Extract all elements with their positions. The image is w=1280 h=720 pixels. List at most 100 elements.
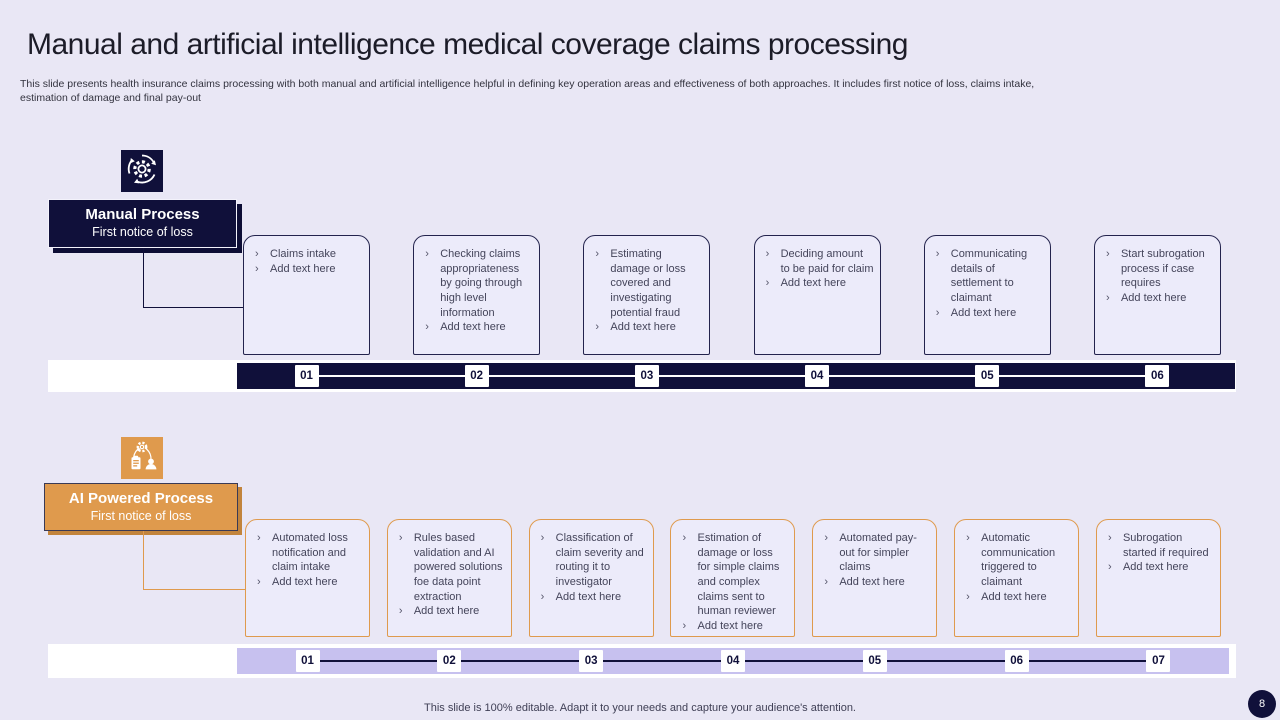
step-text: Add text here — [440, 321, 506, 334]
manual-timeline-bar: 01 02 03 04 05 06 — [237, 363, 1235, 389]
manual-step-box: › Claims intake › Add text here — [243, 235, 370, 355]
step-bullet: › Communicating details of settlement to… — [933, 247, 1044, 306]
step-text: Communicating details of settlement to c… — [950, 248, 1028, 304]
timeline-step-number: 05 — [975, 365, 1000, 387]
step-bullet: › Add text here — [933, 306, 1044, 321]
step-bullet-list: › Automated loss notification and claim … — [254, 531, 363, 590]
timeline-step-number: 04 — [720, 650, 745, 672]
step-text: Add text here — [555, 590, 622, 603]
bullet-marker: › — [540, 590, 545, 603]
timeline-step-number: 06 — [1145, 365, 1170, 387]
manual-step-box: › Deciding amount to be paid for claim ›… — [753, 235, 881, 355]
process-gear-icon — [121, 148, 163, 195]
step-bullet: › Add text here — [1103, 291, 1214, 306]
step-bullet: › Add text here — [963, 590, 1072, 605]
step-text: Checking claims appropriateness by going… — [440, 248, 523, 319]
manual-process-title: Manual Process — [85, 206, 200, 223]
step-text: Subrogation started if required — [1122, 532, 1209, 559]
timeline-chip-cell: 06 — [1094, 365, 1221, 387]
bullet-marker: › — [1105, 291, 1110, 304]
step-bullet-list: › Estimating damage or loss covered and … — [592, 247, 703, 335]
timeline-step-number: 04 — [805, 365, 830, 387]
step-bullet: › Add text here — [252, 262, 363, 277]
step-bullet: › Automated pay-out for simpler claims — [821, 531, 930, 575]
step-text: Claims intake — [270, 248, 337, 260]
step-bullet-list: › Communicating details of settlement to… — [933, 247, 1044, 320]
ai-process-title: AI Powered Process — [68, 490, 214, 507]
step-bullet: › Estimating damage or loss covered and … — [592, 247, 703, 320]
page-title: Manual and artificial intelligence medic… — [27, 28, 908, 61]
step-text: Add text here — [413, 605, 480, 618]
timeline-chip-cell: 02 — [413, 365, 540, 387]
bullet-marker: › — [682, 532, 687, 544]
step-text: Automated loss notification and claim in… — [272, 532, 348, 574]
bullet-marker: › — [935, 248, 940, 260]
timeline-chip-cell: 07 — [1096, 650, 1221, 672]
bullet-marker: › — [824, 532, 828, 544]
timeline-chip-cell: 01 — [243, 365, 370, 387]
step-bullet: › Automatic communication triggered to c… — [963, 531, 1072, 590]
ai-step-box: › Automated loss notification and claim … — [245, 519, 370, 637]
timeline-step-number: 02 — [464, 365, 489, 387]
timeline-chip-cell: 03 — [529, 650, 654, 672]
ai-step-box: › Subrogation started if required › Add … — [1095, 519, 1221, 637]
step-text: Add text here — [272, 575, 338, 588]
ai-step-box: › Automated pay-out for simpler claims ›… — [812, 519, 938, 637]
bullet-marker: › — [824, 575, 828, 588]
bullet-marker: › — [595, 248, 600, 260]
manual-step-box: › Communicating details of settlement to… — [923, 235, 1051, 355]
step-bullet: › Add text here — [679, 619, 788, 634]
step-text: Add text here — [270, 262, 336, 275]
bullet-marker: › — [255, 248, 259, 260]
bullet-marker: › — [935, 306, 940, 319]
ai-step-box: › Estimation of damage or loss for simpl… — [670, 519, 796, 637]
step-bullet: › Add text here — [821, 575, 930, 590]
step-text: Estimation of damage or loss for simple … — [697, 532, 780, 618]
ai-timeline-strip: 01 02 03 04 05 06 — [48, 644, 1236, 678]
bullet-marker: › — [398, 605, 403, 618]
step-bullet-list: › Checking claims appropriateness by goi… — [422, 247, 533, 335]
footer-note: This slide is 100% editable. Adapt it to… — [424, 702, 856, 714]
step-bullet-list: › Subrogation started if required › Add … — [1105, 531, 1214, 575]
timeline-chip-cell: 06 — [954, 650, 1079, 672]
ai-timeline-chips: 01 02 03 04 05 06 — [245, 648, 1221, 674]
bullet-marker: › — [1107, 532, 1112, 544]
step-bullet: › Deciding amount to be paid for claim — [763, 247, 874, 276]
timeline-step-number: 03 — [579, 650, 604, 672]
step-text: Add text here — [981, 590, 1047, 603]
bullet-marker: › — [425, 321, 429, 334]
step-text: Add text here — [950, 306, 1017, 319]
bullet-marker: › — [255, 262, 259, 275]
manual-timeline-strip: 01 02 03 04 05 06 — [48, 360, 1236, 392]
manual-connector-vertical — [143, 248, 144, 308]
timeline-step-number: 07 — [1146, 650, 1171, 672]
ai-connector-vertical — [143, 531, 144, 590]
manual-process-icon-tile — [121, 150, 163, 192]
ai-steps-row: › Automated loss notification and claim … — [245, 519, 1221, 637]
step-text: Add text here — [780, 277, 846, 290]
step-text: Automatic communication triggered to cla… — [981, 532, 1056, 588]
step-bullet: › Add text here — [422, 320, 533, 335]
bullet-marker: › — [682, 619, 687, 632]
step-bullet: › Classification of claim severity and r… — [538, 531, 647, 590]
bullet-marker: › — [425, 248, 429, 260]
step-text: Add text here — [697, 619, 763, 632]
step-bullet: › Add text here — [592, 320, 703, 335]
step-bullet: › Estimation of damage or loss for simpl… — [679, 531, 788, 619]
timeline-chip-cell: 05 — [812, 650, 937, 672]
manual-connector-horizontal — [143, 307, 243, 308]
step-text: Start subrogation process if case requir… — [1120, 248, 1205, 290]
manual-process-label: Manual Process First notice of loss — [48, 199, 237, 248]
ai-process-label: AI Powered Process First notice of loss — [44, 483, 238, 531]
bullet-marker: › — [540, 532, 545, 544]
step-text: Classification of claim severity and rou… — [555, 532, 644, 588]
step-bullet-list: › Deciding amount to be paid for claim ›… — [763, 247, 874, 291]
step-bullet: › Add text here — [538, 590, 647, 605]
timeline-chip-cell: 04 — [754, 365, 881, 387]
bullet-marker: › — [595, 321, 600, 334]
timeline-step-number: 03 — [634, 365, 659, 387]
timeline-step-number: 05 — [862, 650, 887, 672]
timeline-chip-cell: 01 — [245, 650, 370, 672]
timeline-chip-cell: 03 — [583, 365, 710, 387]
bullet-marker: › — [966, 532, 970, 544]
